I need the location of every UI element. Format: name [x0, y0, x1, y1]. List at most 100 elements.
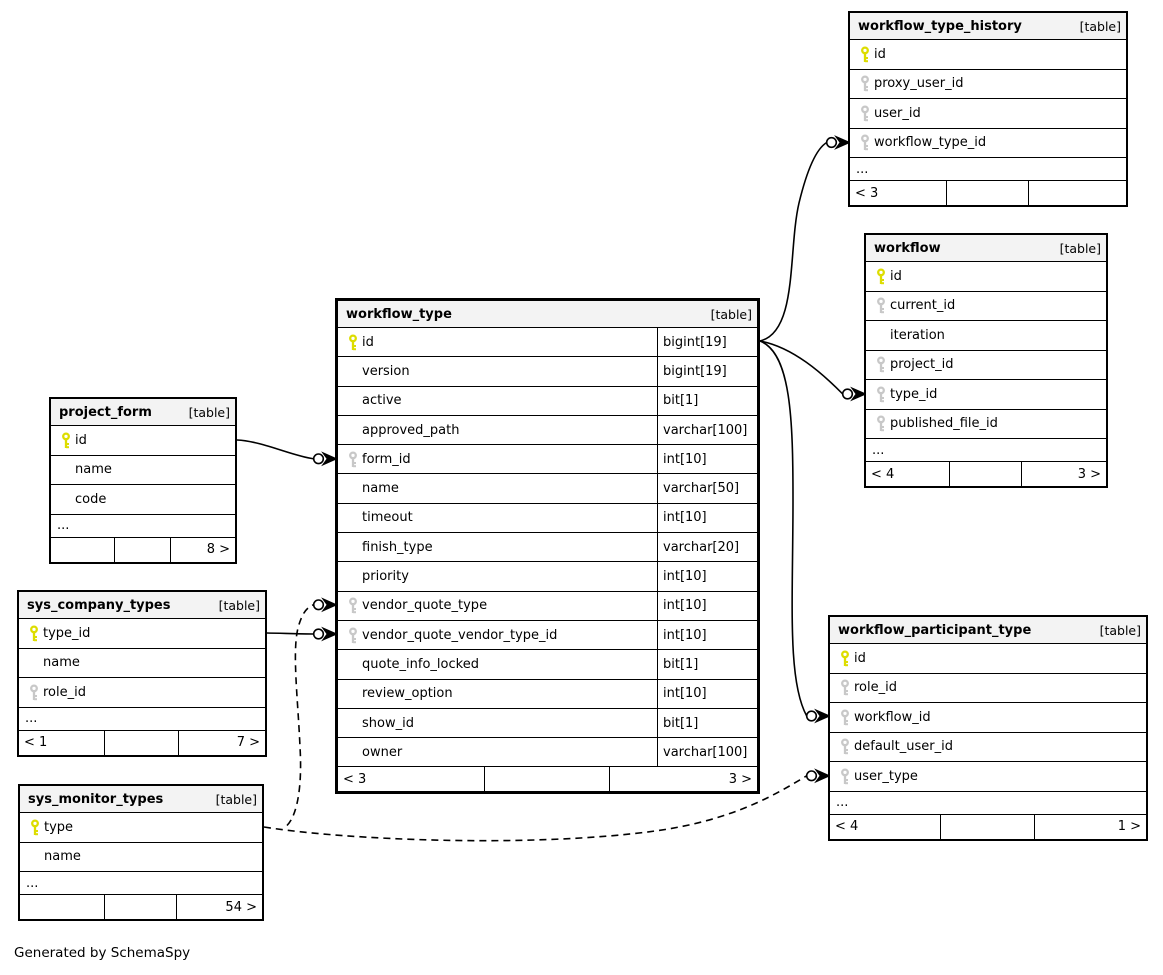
hidden-columns-marker: ... — [830, 790, 1146, 814]
column-name: iteration — [890, 327, 945, 343]
column-name: type_id — [43, 625, 91, 641]
column-name: user_type — [854, 768, 918, 784]
footer-child-count: 54 > — [225, 899, 257, 915]
relation-project_form-workflow_type — [236, 439, 314, 460]
column-row: name — [19, 647, 265, 678]
footer-parent-count: < 1 — [19, 730, 106, 755]
zero-circle-icon — [312, 628, 325, 640]
footer-parent-count: < 3 — [850, 181, 947, 205]
column-name: id — [75, 432, 87, 448]
primary-key-icon — [830, 650, 854, 667]
footer-middle-cell — [950, 462, 1022, 486]
foreign-key-icon — [866, 415, 890, 432]
zero-circle-icon — [805, 770, 818, 782]
table-name-link[interactable]: sys_monitor_types — [28, 791, 164, 807]
foreign-key-icon — [19, 684, 43, 701]
column-row: quote_info_locked bit[1] — [338, 649, 757, 679]
footer-middle-cell — [115, 537, 171, 562]
foreign-key-icon — [850, 134, 874, 151]
column-name: id — [362, 334, 374, 350]
footer-child-count: 3 > — [1077, 466, 1101, 482]
hidden-columns-marker: ... — [19, 706, 265, 730]
column-name: id — [854, 650, 866, 666]
table-name-link[interactable]: workflow — [874, 240, 941, 256]
relation-sys_monitor_types-workflow_type — [286, 604, 314, 827]
footer-child-count: 1 > — [1117, 819, 1141, 834]
column-name: id — [874, 46, 886, 62]
primary-key-icon — [338, 334, 362, 351]
column-type: bit[1] — [657, 650, 757, 679]
column-type: bit[1] — [657, 708, 757, 738]
column-row: current_id — [866, 290, 1106, 321]
table-name-link[interactable]: project_form — [59, 404, 152, 420]
footer-middle-cell — [105, 895, 178, 919]
table-header: workflow_type_history[table] — [850, 13, 1126, 39]
column-row: role_id — [830, 672, 1146, 703]
footer-child-count: 3 > — [728, 771, 752, 787]
footer-middle-cell — [941, 814, 1036, 839]
column-type: varchar[100] — [657, 415, 757, 445]
column-name: published_file_id — [890, 416, 998, 432]
column-row: type — [20, 812, 262, 842]
column-name: code — [75, 491, 107, 507]
column-row: default_user_id — [830, 731, 1146, 762]
foreign-key-icon — [850, 75, 874, 92]
foreign-key-icon — [338, 597, 362, 614]
arrowhead-icon — [321, 451, 338, 467]
column-name: workflow_id — [854, 709, 931, 725]
column-row: workflow_type_id — [850, 127, 1126, 158]
column-name: name — [43, 655, 80, 671]
column-name: role_id — [854, 680, 897, 696]
column-name: finish_type — [362, 539, 433, 555]
primary-key-icon — [51, 432, 75, 449]
foreign-key-icon — [866, 386, 890, 403]
arrowhead-icon — [814, 768, 831, 784]
table-badge: [table] — [218, 597, 260, 613]
column-name: review_option — [362, 686, 453, 702]
column-name: role_id — [43, 684, 86, 700]
primary-key-icon — [866, 268, 890, 285]
column-row: published_file_id — [866, 408, 1106, 439]
column-name: owner — [362, 744, 403, 760]
footer-parent-count — [20, 895, 105, 919]
table-name-link[interactable]: sys_company_types — [27, 597, 171, 613]
table-name-link[interactable]: workflow_type_history — [858, 18, 1022, 34]
table-name-link[interactable]: workflow_type — [346, 306, 452, 322]
foreign-key-icon — [830, 679, 854, 696]
relation-sys_monitor_types-workflow_participant_type — [263, 775, 808, 842]
foreign-key-icon — [830, 768, 854, 785]
column-row: type_id — [19, 618, 265, 648]
arrowhead-icon — [850, 386, 867, 402]
column-name: vendor_quote_type — [362, 598, 488, 614]
zero-circle-icon — [312, 599, 325, 611]
primary-key-icon — [19, 625, 43, 642]
column-name: version — [362, 363, 410, 379]
primary-key-icon — [20, 819, 44, 836]
hidden-columns-marker: ... — [866, 438, 1106, 461]
foreign-key-icon — [338, 627, 362, 644]
column-name: name — [75, 462, 112, 478]
foreign-key-icon — [866, 297, 890, 314]
column-name: quote_info_locked — [362, 656, 479, 672]
column-name: current_id — [890, 298, 956, 314]
arrowhead-icon — [814, 708, 831, 724]
column-name: show_id — [362, 715, 414, 731]
table-name-link[interactable]: workflow_participant_type — [838, 622, 1032, 638]
footer-child-count: 8 > — [206, 542, 230, 557]
column-name: proxy_user_id — [874, 76, 964, 92]
column-name: name — [44, 849, 81, 865]
